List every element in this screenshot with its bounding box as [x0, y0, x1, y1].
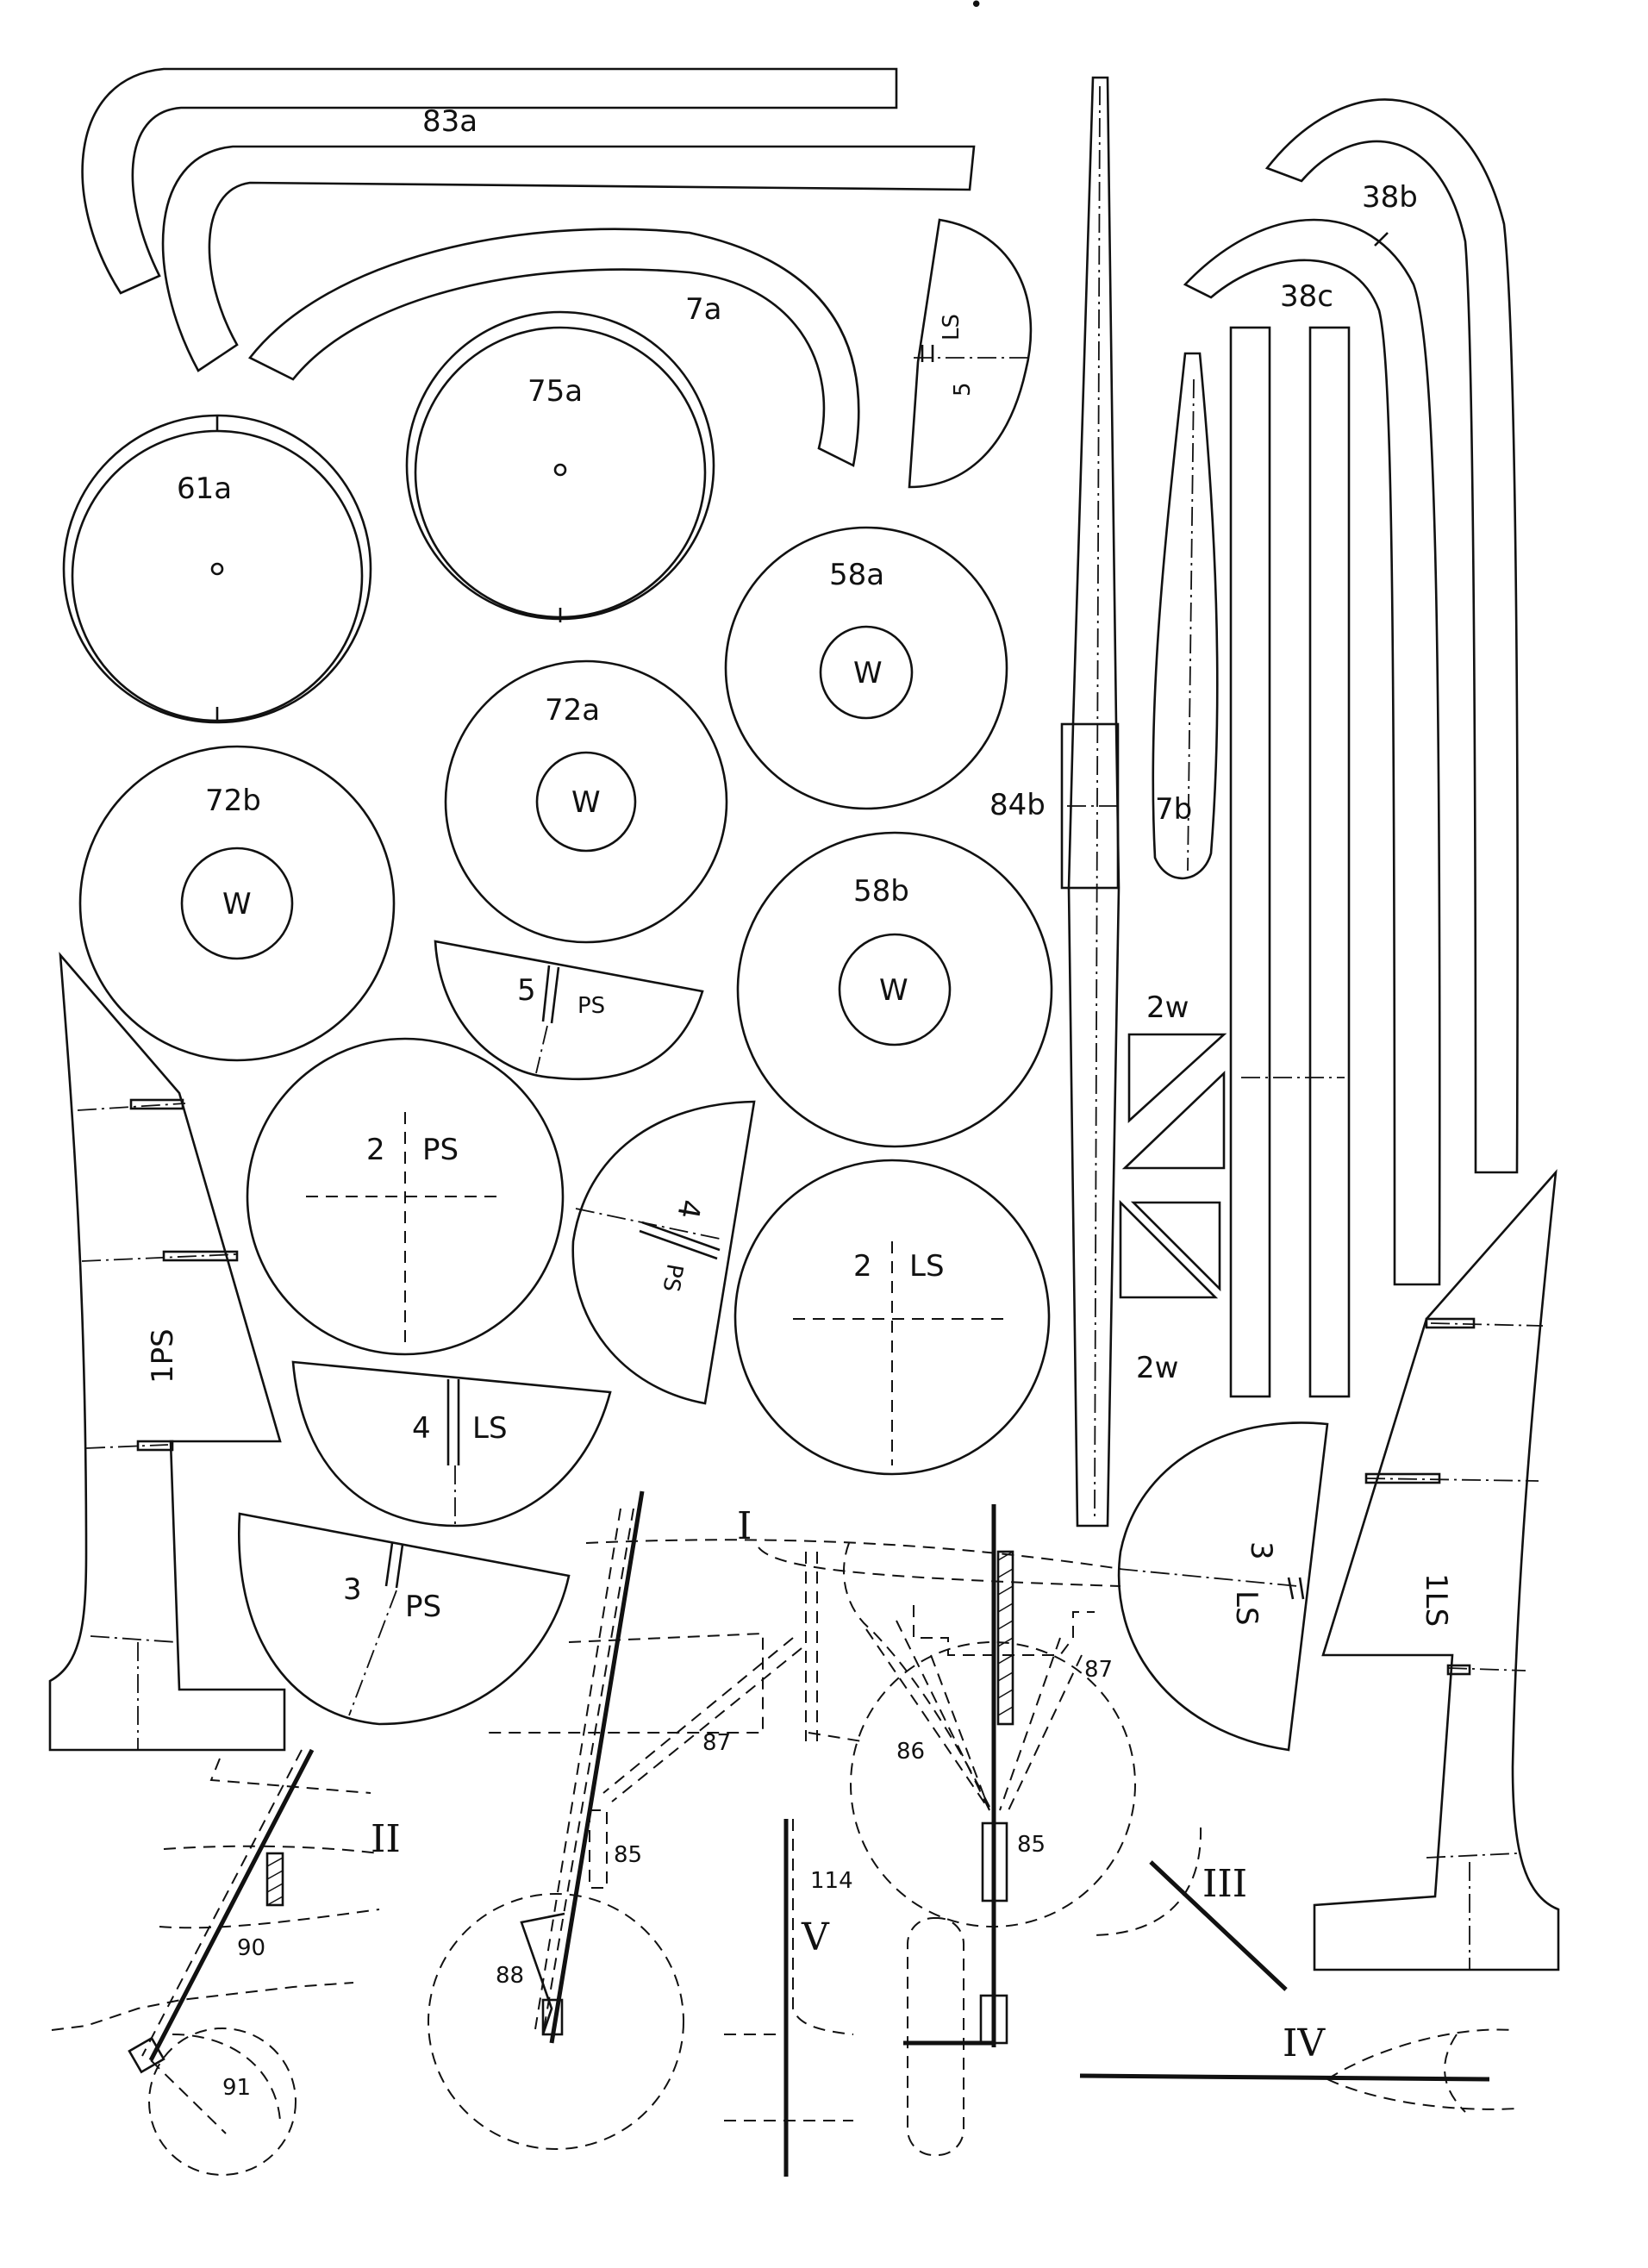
label-3ps-code: PS [405, 1590, 441, 1624]
label-38c: 38c [1280, 279, 1333, 314]
label-58a: 58a [829, 558, 884, 592]
label-87b: 87 [1084, 1657, 1113, 1683]
part-3ps: 3 PS [238, 1512, 571, 1726]
label-75a: 75a [527, 374, 583, 409]
label-7a: 7a [685, 292, 721, 327]
label-72a: 72a [545, 693, 600, 728]
part-84b: 84b [989, 76, 1121, 1528]
label-85a: 85 [614, 1842, 642, 1868]
part-83a: 83a [81, 67, 976, 372]
part-38c: 38c [1183, 218, 1441, 1398]
label-85b: 85 [1017, 1832, 1046, 1858]
part-72b: 72b W [78, 745, 396, 1062]
hatch-86 [997, 1551, 1014, 1716]
part-38b: 38b [1264, 98, 1519, 1174]
label-1ls: 1LS [1419, 1573, 1453, 1627]
part-72a: 72a W [444, 659, 728, 944]
label-87a: 87 [702, 1730, 731, 1756]
label-1ps: 1PS [146, 1328, 180, 1384]
label-114: 114 [810, 1868, 853, 1894]
part-2ls: 2 LS [733, 1159, 1051, 1476]
label-4ls-num: 4 [412, 1411, 431, 1446]
part-2w-top: 2w [1121, 990, 1227, 1170]
part-61a: 61a [62, 414, 372, 724]
label-w-58a: W [853, 656, 883, 690]
stray-mark: • [970, 0, 983, 18]
label-90: 90 [237, 1935, 265, 1961]
label-w-72a: W [571, 785, 601, 820]
detail-V: V 114 [724, 1819, 854, 2177]
label-5ls-code: LS [939, 314, 964, 341]
part-2ps: 2 PS [246, 1037, 565, 1356]
label-5ps-num: 5 [517, 973, 536, 1008]
label-2ls-num: 2 [853, 1249, 872, 1284]
label-2ps-num: 2 [366, 1133, 385, 1167]
part-1ls: 1LS [1313, 1169, 1560, 1971]
label-roman-I: I [737, 1504, 752, 1548]
label-72b: 72b [205, 784, 261, 818]
label-roman-III: III [1202, 1862, 1247, 1906]
label-38b: 38b [1362, 180, 1418, 215]
part-4ls: 4 LS [291, 1360, 612, 1528]
label-88: 88 [496, 1963, 524, 1989]
part-3ls: 3 LS [1117, 1421, 1329, 1752]
part-5ls: LS 5 [908, 218, 1033, 489]
part-7b: 7b [1152, 352, 1219, 880]
part-7a: 7a [247, 228, 860, 467]
label-58b: 58b [853, 874, 909, 909]
label-roman-V: V [801, 1915, 830, 1959]
detail-III: III [1089, 1827, 1288, 1991]
label-61a: 61a [177, 472, 232, 506]
label-91: 91 [222, 2075, 251, 2101]
label-2ls-code: LS [909, 1249, 945, 1284]
label-roman-II: II [371, 1817, 401, 1861]
label-83a: 83a [422, 104, 478, 139]
part-1ps: 1PS [48, 952, 286, 1752]
label-roman-IV: IV [1283, 2021, 1326, 2065]
label-3ps-num: 3 [343, 1572, 362, 1607]
label-5ls-num: 5 [950, 382, 976, 397]
label-84b: 84b [989, 788, 1046, 822]
part-75a: 75a [405, 310, 715, 622]
label-2w-bottom: 2w [1136, 1351, 1178, 1385]
label-86: 86 [896, 1739, 925, 1765]
label-4ls-code: LS [472, 1411, 508, 1446]
label-5ps-code: PS [577, 993, 605, 1019]
detail-strut-86-87: 87 86 85 [843, 1504, 1136, 2156]
detail-IV: IV [1079, 2021, 1518, 2113]
part-58a: 58a W [724, 526, 1008, 810]
label-3ls-num: 3 [1244, 1541, 1278, 1560]
label-2ps-code: PS [422, 1133, 459, 1167]
label-w-72b: W [222, 887, 252, 922]
part-5ps: 5 PS [434, 940, 704, 1081]
part-4ps: 4 PS [571, 1100, 756, 1405]
detail-II: II 90 91 [51, 1748, 401, 2176]
label-4ps-code: PS [658, 1262, 688, 1294]
label-w-58b: W [879, 973, 908, 1008]
part-2w-bottom: 2w [1119, 1199, 1221, 1385]
detail-I: I 87 85 88 [428, 1490, 1121, 2150]
label-7b: 7b [1155, 792, 1192, 827]
label-2w-top: 2w [1146, 990, 1189, 1025]
part-58b: 58b W [736, 831, 1053, 1148]
label-3ls-code: LS [1229, 1590, 1264, 1626]
